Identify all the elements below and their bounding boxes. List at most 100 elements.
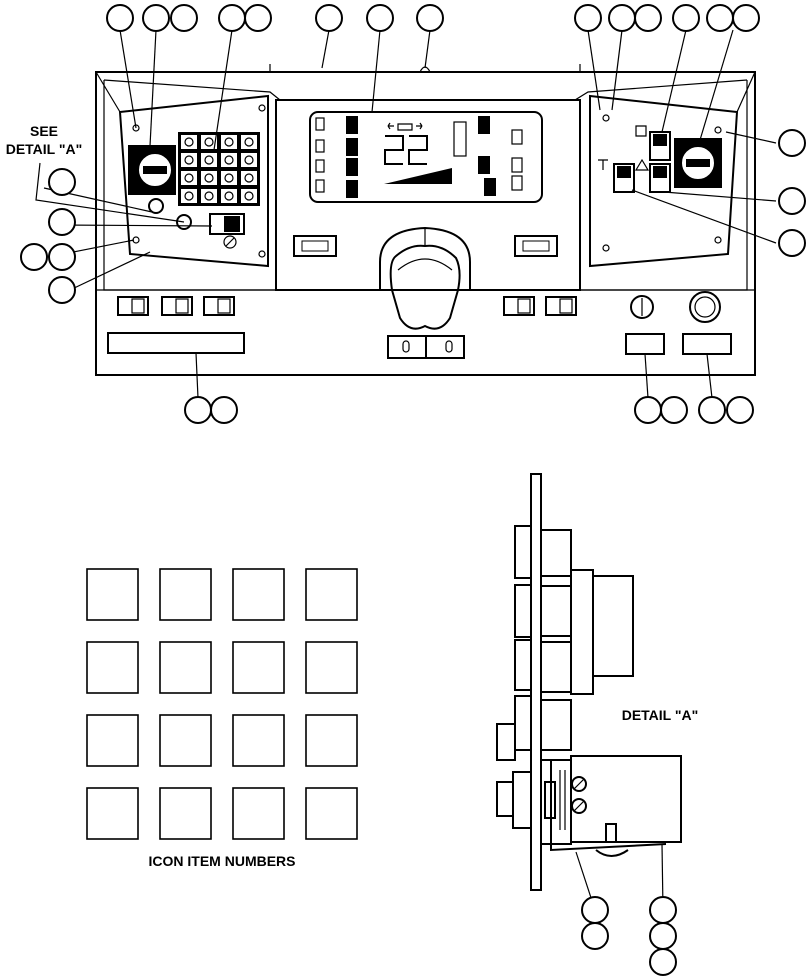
item-callout-circle (660, 396, 688, 424)
icon-switch-symbol (224, 173, 234, 183)
lower-rocker-paddle (217, 298, 231, 314)
item-callout-circle (20, 243, 48, 271)
item-callout-circle (698, 396, 726, 424)
item-callout-circle (574, 4, 602, 32)
icon-switch[interactable] (221, 135, 237, 149)
lcd-bar-gauge (478, 116, 490, 134)
item-callout-circle (672, 4, 700, 32)
icon-switch[interactable] (181, 171, 197, 185)
detail-lamp-lens (496, 781, 514, 817)
icon-switch[interactable] (221, 189, 237, 203)
panel-icon-switch-grid (178, 132, 260, 206)
lower-rocker-switch[interactable] (203, 296, 235, 316)
right-circuit-breaker[interactable] (674, 138, 722, 188)
left-toggle-switch[interactable] (209, 213, 245, 235)
icon-item-number-box (159, 787, 212, 840)
icon-switch[interactable] (201, 135, 217, 149)
detail-switch-body (514, 695, 532, 751)
lower-rocker-switches (117, 296, 577, 316)
icon-switch[interactable] (181, 135, 197, 149)
icon-switch-symbol (244, 155, 254, 165)
item-callout-circle (315, 4, 343, 32)
left-circuit-breaker[interactable] (128, 145, 176, 195)
icon-grid-caption: ICON ITEM NUMBERS (149, 853, 296, 869)
lower-rocker-switch[interactable] (503, 296, 535, 316)
icon-item-number-box (232, 787, 285, 840)
right-rocker-switch-top[interactable] (649, 131, 671, 161)
icon-switch-symbol (204, 137, 214, 147)
item-callout-circle (184, 396, 212, 424)
detail-switch-body (514, 584, 532, 638)
lcd-gauge-symbol (315, 179, 325, 193)
icon-switch-symbol (204, 173, 214, 183)
item-callout-circle (732, 4, 760, 32)
icon-switch[interactable] (241, 135, 257, 149)
icon-item-number-box (86, 568, 139, 621)
item-callout-circle (366, 4, 394, 32)
icon-switch[interactable] (181, 153, 197, 167)
center-holder (389, 244, 461, 330)
item-callout-circle (634, 4, 662, 32)
detail-breaker-front (540, 529, 572, 577)
detail-breaker-mount (570, 569, 594, 695)
icon-item-number-box (305, 787, 358, 840)
icon-switch[interactable] (181, 189, 197, 203)
panel-housing (95, 71, 756, 376)
item-callout-circle (649, 948, 677, 976)
right-dimmer-knob[interactable] (514, 235, 558, 257)
right-sub-panel (589, 94, 739, 268)
lower-rocker-switch[interactable] (161, 296, 193, 316)
item-callout-circle (244, 4, 272, 32)
lcd-gauge-symbol (315, 159, 325, 173)
lcd-bar-gauge (484, 178, 496, 196)
icon-switch[interactable] (241, 153, 257, 167)
detail-breaker-front (540, 641, 572, 693)
ignition-key-switch[interactable] (630, 295, 654, 319)
lcd-bar-gauge (346, 158, 358, 176)
icon-item-number-box (305, 568, 358, 621)
icon-switch-symbol (204, 155, 214, 165)
left-dimmer-knob[interactable] (293, 235, 337, 257)
detail-terminal-screw (571, 776, 587, 792)
item-callout-circle (218, 4, 246, 32)
detail-breaker-front (540, 585, 572, 637)
icon-switch-symbol (184, 173, 194, 183)
icon-switch[interactable] (221, 153, 237, 167)
icon-switch[interactable] (221, 171, 237, 185)
item-callout-circle (634, 396, 662, 424)
item-callout-circle (581, 896, 609, 924)
icon-switch[interactable] (241, 171, 257, 185)
detail-breaker-body (592, 575, 634, 677)
icon-switch-symbol (244, 137, 254, 147)
lcd-segment-bars (315, 116, 523, 198)
detail-a-title: DETAIL "A" (622, 707, 699, 723)
icon-switch-symbol (244, 173, 254, 183)
lcd-bar-gauge (478, 156, 490, 174)
lower-rocker-paddle (131, 298, 145, 314)
holder-base-left (387, 335, 427, 359)
right-rocker-switch-middle[interactable] (649, 163, 671, 193)
holder-base-right (425, 335, 465, 359)
icon-switch[interactable] (201, 153, 217, 167)
lower-rocker-switch[interactable] (117, 296, 149, 316)
item-callout-circle (726, 396, 754, 424)
detail-switch-body (514, 639, 532, 691)
left-adjust-screw[interactable] (223, 235, 237, 249)
icon-item-number-box (232, 714, 285, 767)
push-button[interactable] (689, 291, 721, 323)
icon-switch[interactable] (201, 171, 217, 185)
icon-switch[interactable] (241, 189, 257, 203)
icon-switch-symbol (204, 191, 214, 201)
icon-switch-symbol (184, 155, 194, 165)
lower-rocker-switch[interactable] (545, 296, 577, 316)
item-callout-circle (48, 168, 76, 196)
item-callout-circle (48, 276, 76, 304)
item-callout-circle (608, 4, 636, 32)
lower-rocker-paddle (559, 298, 573, 314)
lcd-digits (384, 122, 428, 165)
item-callout-circle (170, 4, 198, 32)
right-rocker-switch-left[interactable] (613, 163, 635, 193)
icon-item-number-box (159, 568, 212, 621)
icon-switch[interactable] (201, 189, 217, 203)
icon-item-number-box (86, 787, 139, 840)
